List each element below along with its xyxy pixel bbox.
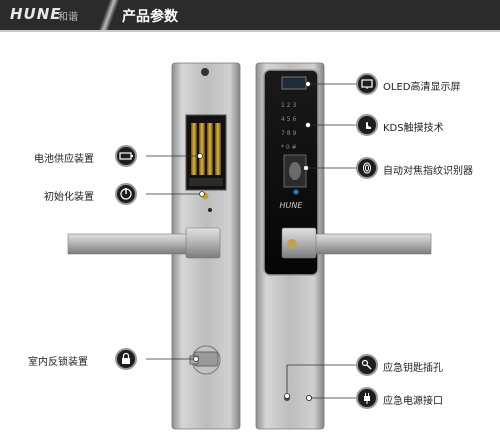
svg-text:7 8 9: 7 8 9: [281, 130, 296, 137]
power-button-icon: [115, 183, 137, 205]
inside-lock-body: [67, 62, 241, 430]
outside-lock-body: 1 2 3 4 5 6 7 8 9 * 0 # HUNE: [255, 62, 432, 430]
callout-lines: [146, 83, 356, 399]
fingerprint-label: 自动对焦指纹识别器: [383, 166, 473, 177]
lock-product-illustration: 1 2 3 4 5 6 7 8 9 * 0 # HUNE: [67, 62, 432, 430]
oled-label: OLED高清显示屏: [383, 82, 461, 93]
anti-lock-label: 室内反锁装置: [28, 357, 88, 368]
kds-label: KDS触摸技术: [383, 123, 444, 134]
key-hole-label: 应急钥匙插孔: [383, 363, 443, 374]
svg-text:4 5 6: 4 5 6: [281, 116, 296, 123]
battery-icon: [115, 145, 137, 167]
monitor-icon: [356, 73, 378, 95]
svg-text:* 0 #: * 0 #: [281, 144, 297, 151]
init-label: 初始化装置: [44, 192, 94, 203]
plug-icon: [356, 387, 378, 409]
brand-logo: HUNE: [10, 5, 62, 23]
page-title: 产品参数: [122, 9, 178, 25]
header-divider: [98, 0, 120, 30]
touch-icon: [356, 114, 378, 136]
brand-subtitle: 和谐: [58, 12, 78, 23]
header-bar: HUNE 和谐 产品参数: [0, 0, 500, 32]
svg-text:1 2 3: 1 2 3: [281, 102, 296, 109]
power-port-label: 应急电源接口: [383, 396, 443, 407]
fingerprint-icon: [356, 157, 378, 179]
key-icon: [356, 354, 378, 376]
battery-label: 电池供应装置: [34, 154, 94, 165]
lock-logo-text: HUNE: [280, 201, 304, 210]
lock-icon: [115, 348, 137, 370]
